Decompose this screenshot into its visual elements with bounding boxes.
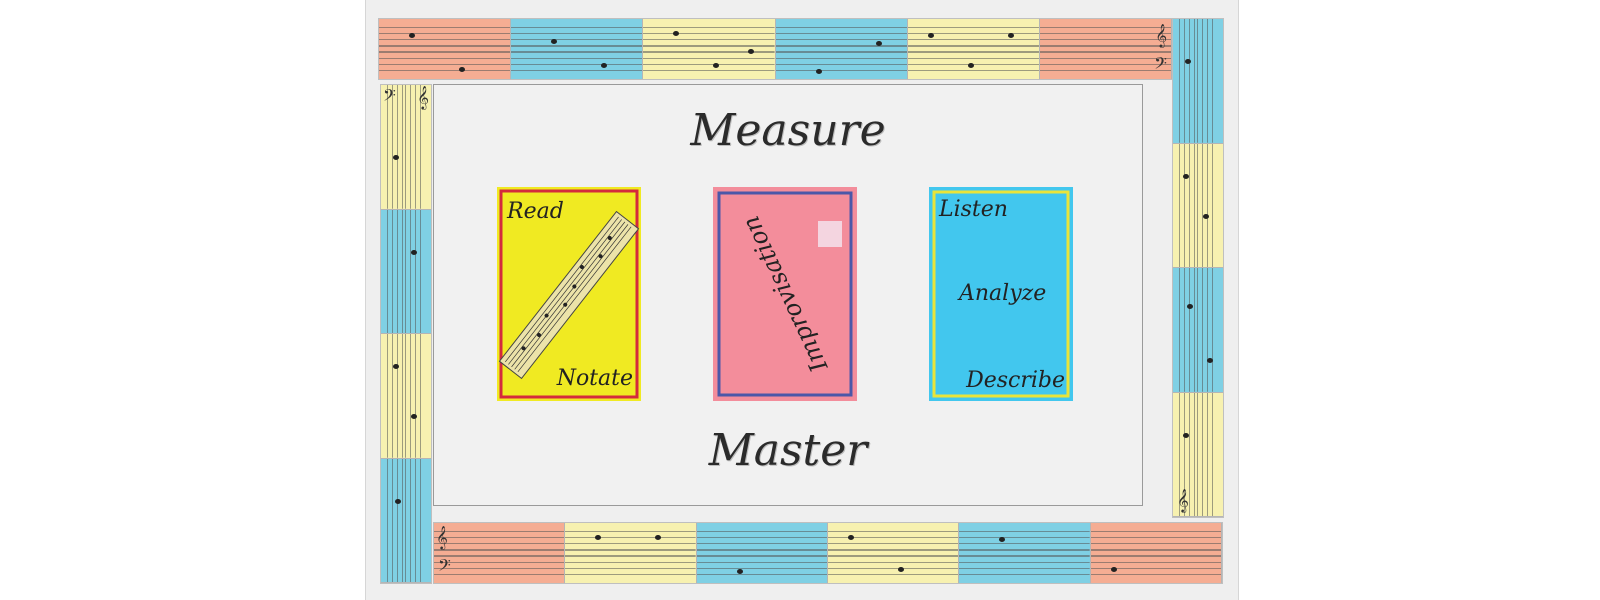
track-bottom: 𝄞𝄢 (433, 522, 1223, 584)
track-space[interactable] (379, 19, 512, 79)
track-space[interactable]: 𝄞𝄢 (1039, 19, 1173, 79)
track-space[interactable] (511, 19, 644, 79)
track-space[interactable] (827, 523, 960, 583)
track-space[interactable]: 𝄞𝄢 (434, 523, 566, 583)
track-space[interactable] (381, 458, 431, 583)
track-space[interactable] (1173, 268, 1223, 393)
card-frame (497, 187, 641, 401)
card-frame (929, 187, 1073, 401)
track-right: 𝄞 (1172, 18, 1224, 518)
track-space[interactable] (1173, 19, 1223, 144)
track-space[interactable] (696, 523, 828, 583)
card-read-notate[interactable]: Read Notate (497, 187, 641, 401)
track-space[interactable]: 𝄢𝄞 (381, 85, 431, 210)
track-space[interactable] (775, 19, 908, 79)
track-space[interactable] (959, 523, 1091, 583)
track-space[interactable]: 𝄞 (1173, 392, 1223, 517)
card-listen-analyze[interactable]: Listen Analyze Describe (929, 187, 1073, 401)
sheet-music-strip (498, 210, 640, 380)
board-center: Measure Master Read (433, 84, 1143, 506)
track-space[interactable] (1090, 523, 1222, 583)
card-label-notate: Notate (556, 366, 633, 391)
card-label-analyze: Analyze (959, 281, 1047, 306)
track-left: 𝄢𝄞 (380, 84, 432, 584)
board-title-master: Master (708, 425, 868, 476)
track-space[interactable] (907, 19, 1040, 79)
track-space[interactable] (381, 334, 431, 459)
track-space[interactable] (381, 209, 431, 334)
card-improvisation[interactable]: Improvisation (713, 187, 857, 401)
track-space[interactable] (643, 19, 776, 79)
card-label-read: Read (507, 199, 564, 224)
card-label-describe: Describe (966, 368, 1065, 393)
card-frame (713, 187, 857, 401)
track-top: 𝄞𝄢 (378, 18, 1173, 80)
track-space[interactable] (1173, 143, 1223, 268)
card-label-listen: Listen (939, 197, 1008, 222)
track-space[interactable] (565, 523, 697, 583)
board-title-measure: Measure (690, 105, 886, 156)
